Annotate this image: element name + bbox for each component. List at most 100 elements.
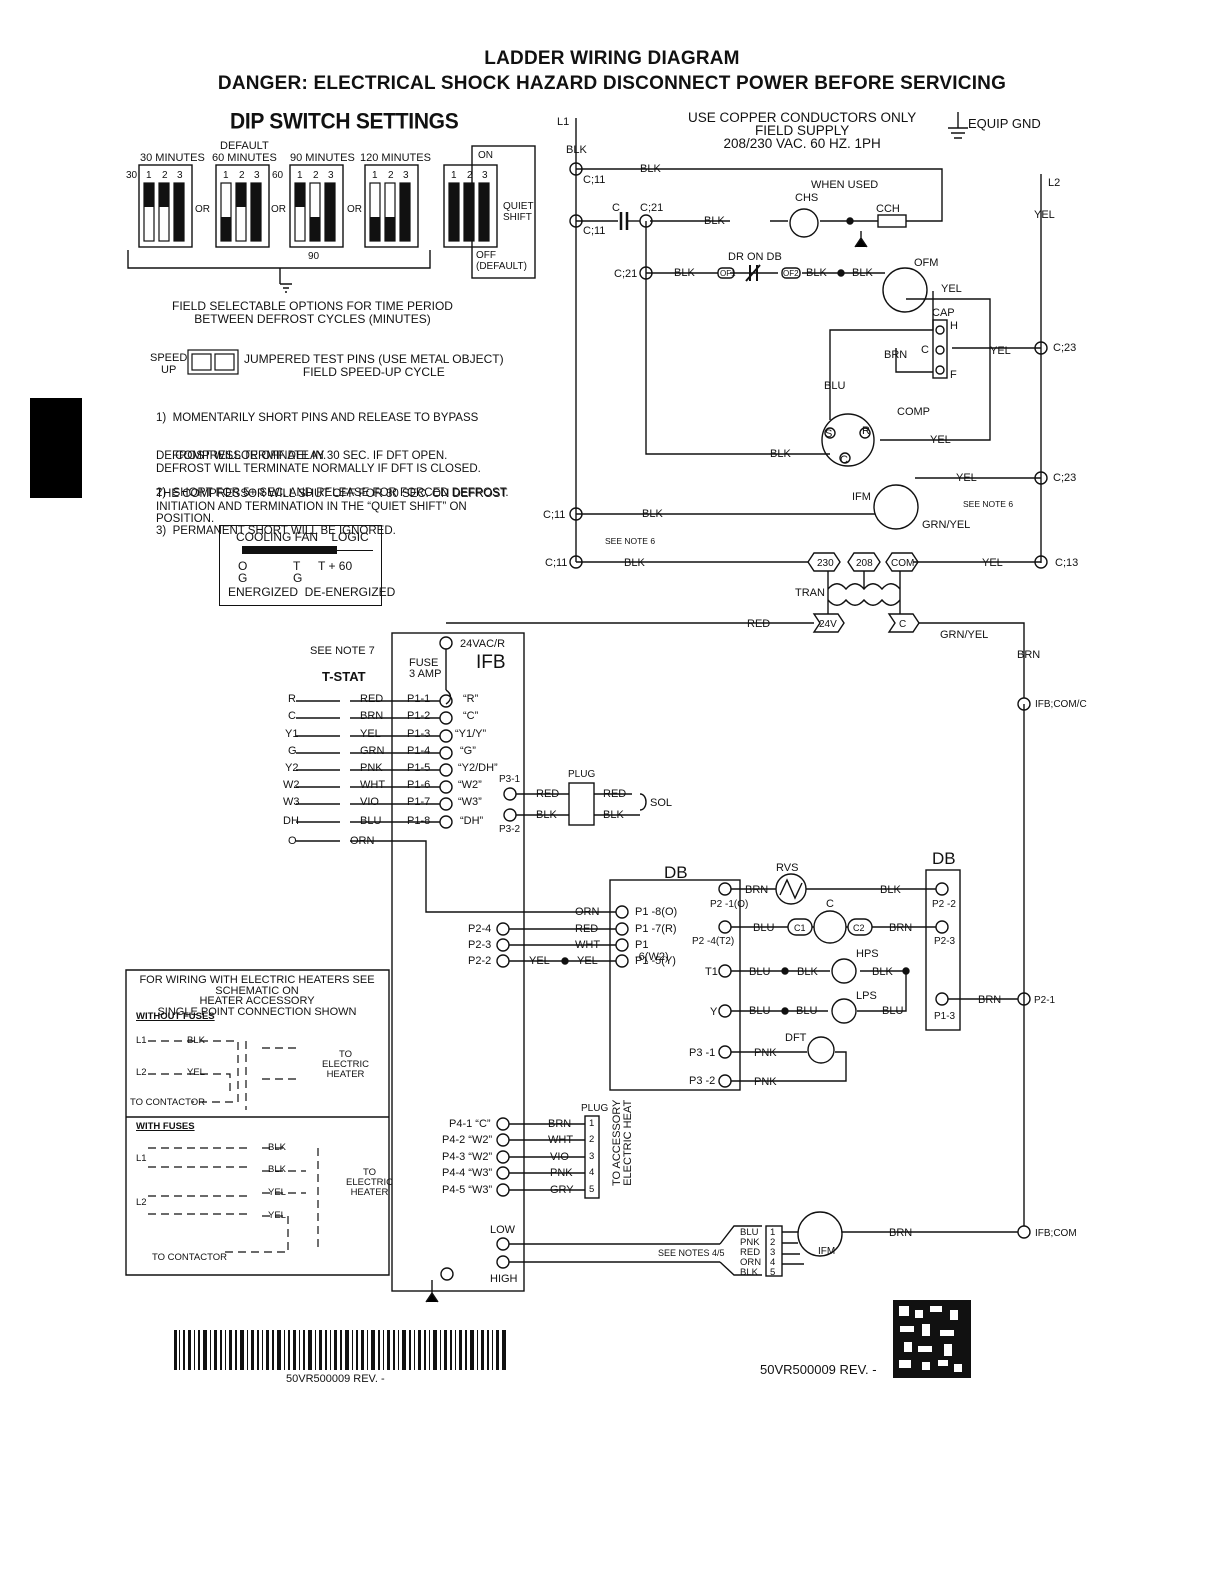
c23-label-a: C;23 xyxy=(1053,342,1076,354)
dip-option-60: 60 MINUTES xyxy=(212,152,277,164)
tstat-pin-w2: P1-6 xyxy=(407,779,431,791)
ofm-label: OFM xyxy=(914,257,938,269)
speedup-text: JUMPERED TEST PINS (USE METAL OBJECT) FI… xyxy=(244,352,504,379)
barcode-text: 50VR500009 REV. - xyxy=(286,1373,385,1385)
heater-l1-a: L1 xyxy=(136,1035,147,1046)
yel-ifm-label: YEL xyxy=(956,472,977,484)
cap-icon xyxy=(932,319,948,379)
p2-3-right-label: P2-3 xyxy=(934,936,956,947)
transformer-secondary-icon xyxy=(827,598,901,606)
heater-yel-a: YEL xyxy=(187,1067,205,1078)
tstat-color-w2: WHT xyxy=(360,779,386,791)
heater-blk-a: BLK xyxy=(187,1035,205,1046)
db-board xyxy=(609,879,741,1091)
p2-2-right-label: P2 -2 xyxy=(932,899,956,910)
p4-3-num: 3 xyxy=(589,1151,595,1162)
blk-comp-label: BLK xyxy=(770,448,791,460)
dip-b-pin-3: 3 xyxy=(254,170,260,181)
p2-4t2-label: P2 -4(T2) xyxy=(692,936,734,947)
cap-c-label: C xyxy=(612,202,620,214)
dip-switch-toggles xyxy=(144,183,489,241)
dip-a-pin-3: 3 xyxy=(177,170,183,181)
ifm-bottom-label: IFM xyxy=(818,1246,835,1257)
dr-contact-icon xyxy=(745,264,761,282)
p1-3-label: P1-3 xyxy=(934,1011,956,1022)
p3-2-label: P3-2 xyxy=(499,824,521,835)
section-tab xyxy=(30,398,82,498)
dip-switch-title: DIP SWITCH SETTINGS xyxy=(230,109,459,134)
dip-b-pin-2: 2 xyxy=(239,170,245,181)
heater-to-heater-b: TO ELECTRIC HEATER xyxy=(346,1167,393,1198)
grn-yel-tran-label: GRN/YEL xyxy=(940,629,988,641)
copper-note: USE COPPER CONDUCTORS ONLY FIELD SUPPLY … xyxy=(688,110,917,151)
ifm-lead-blk: BLK xyxy=(740,1267,758,1278)
rail-terminals xyxy=(569,162,1048,569)
dip-c-pin-3: 3 xyxy=(328,170,334,181)
p4-3-pin: P4-3 “W2” xyxy=(442,1151,493,1163)
t1-blu-label: BLU xyxy=(749,966,770,978)
tstat-sig-y1: “Y1/Y” xyxy=(455,728,487,740)
heater-l2-b: L2 xyxy=(136,1197,147,1208)
db-row-yel-left: P2-2 xyxy=(468,955,492,967)
see-notes-45-label: SEE NOTES 4/5 xyxy=(658,1248,725,1258)
rvs-icon xyxy=(775,873,807,905)
heater-l2-a: L2 xyxy=(136,1067,147,1078)
fan-logic-o: O xyxy=(238,559,248,573)
heater-note: FOR WIRING WITH ELECTRIC HEATERS SEE SCH… xyxy=(139,974,375,1018)
comp-label: COMP xyxy=(897,406,930,418)
tstat-color-y2: PNK xyxy=(360,762,383,774)
comp-motor-icon xyxy=(821,413,875,467)
heater-yel-b1: YEL xyxy=(268,1187,286,1198)
tran-24v-label: 24V xyxy=(819,619,837,630)
tstat-sig-dh: “DH” xyxy=(460,815,484,827)
db-row-yel-color-b: YEL xyxy=(577,955,598,967)
db-row-orn-right: P1 -8(O) xyxy=(635,906,678,918)
l1-label: L1 xyxy=(557,116,569,128)
dip-d-pin-1: 1 xyxy=(372,170,378,181)
db-row-orn-color: ORN xyxy=(575,906,600,918)
dip-or-1: OR xyxy=(195,204,210,215)
c11-label-b: C;11 xyxy=(583,225,605,237)
tstat-sig-c: “C” xyxy=(463,710,479,722)
tstat-pin-r: P1-1 xyxy=(407,693,431,705)
dip-e-pin-1: 1 xyxy=(451,170,457,181)
c11-label-c: C;11 xyxy=(543,509,565,521)
tstat-wires xyxy=(296,700,616,913)
c21-label-a: C;21 xyxy=(640,202,663,214)
lps-icon xyxy=(831,998,857,1024)
dr-on-db-label: DR ON DB xyxy=(728,251,782,263)
fan-logic-t60: T + 60 xyxy=(318,559,353,573)
speedup-pins-icon xyxy=(187,349,239,375)
dft-icon xyxy=(807,1036,835,1064)
hps-blk-label-b: BLK xyxy=(872,966,893,978)
cch-label: CCH xyxy=(876,203,900,215)
field-selectable-note: FIELD SELECTABLE OPTIONS FOR TIME PERIOD… xyxy=(172,299,453,326)
ifm-brn-label: BRN xyxy=(889,1227,912,1239)
vac24-label: 24VAC/R xyxy=(460,638,505,650)
ofm-yel-label: YEL xyxy=(941,283,962,295)
equip-gnd-label: EQUIP GND xyxy=(968,116,1041,131)
p4-plug-label: PLUG xyxy=(581,1103,608,1114)
c11-label-a: C;11 xyxy=(583,174,605,186)
ground-symbols xyxy=(280,112,968,1303)
db-row-wht-right: P1 -6(W2) xyxy=(635,939,669,963)
blk-dr-label: BLK xyxy=(674,267,695,279)
ifb-com-c-label: IFB;COM/C xyxy=(1035,699,1087,710)
fan-logic-t: T xyxy=(293,559,301,573)
plug-red-right: RED xyxy=(603,788,626,800)
tstat-term-g: G xyxy=(288,745,297,757)
hps-blk-label-a: BLK xyxy=(797,966,818,978)
see-note-6-b: SEE NOTE 6 xyxy=(605,536,655,546)
dip-d-pin-2: 2 xyxy=(388,170,394,181)
comp-r-label: R xyxy=(862,425,870,437)
rvs-label: RVS xyxy=(776,862,798,874)
p4-5-num: 5 xyxy=(589,1184,595,1195)
tstat-term-w3: W3 xyxy=(283,796,300,808)
of1-label: OF1 xyxy=(720,269,736,278)
tstat-term-c: C xyxy=(288,710,296,722)
compressor-note: THE COMPRESSOR WILL SHUT OFF FOR 30 SEC.… xyxy=(156,488,508,525)
p4-2-num: 2 xyxy=(589,1134,595,1145)
